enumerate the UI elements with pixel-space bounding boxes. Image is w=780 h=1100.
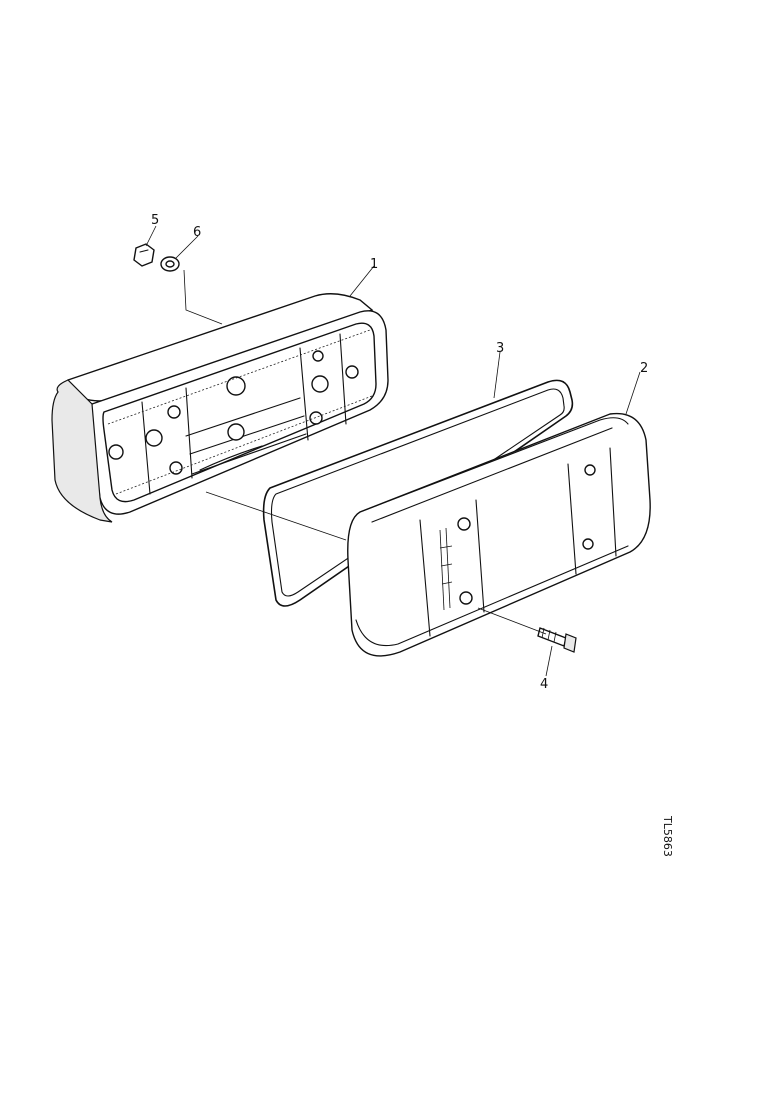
callout-3: 3 — [496, 341, 504, 356]
drawing-number: TL5863 — [661, 815, 674, 857]
callout-5: 5 — [151, 213, 159, 228]
callout-2: 2 — [640, 361, 648, 376]
lens — [347, 412, 651, 657]
assembly-lines — [183, 269, 547, 635]
callout-4: 4 — [540, 677, 548, 692]
nut — [133, 243, 155, 267]
callout-1: 1 — [370, 257, 378, 272]
lamp-housing — [51, 293, 389, 523]
callout-6: 6 — [193, 225, 201, 240]
gasket — [262, 379, 574, 607]
leader-lines — [145, 225, 641, 677]
washer — [160, 256, 180, 272]
screw — [537, 627, 577, 653]
